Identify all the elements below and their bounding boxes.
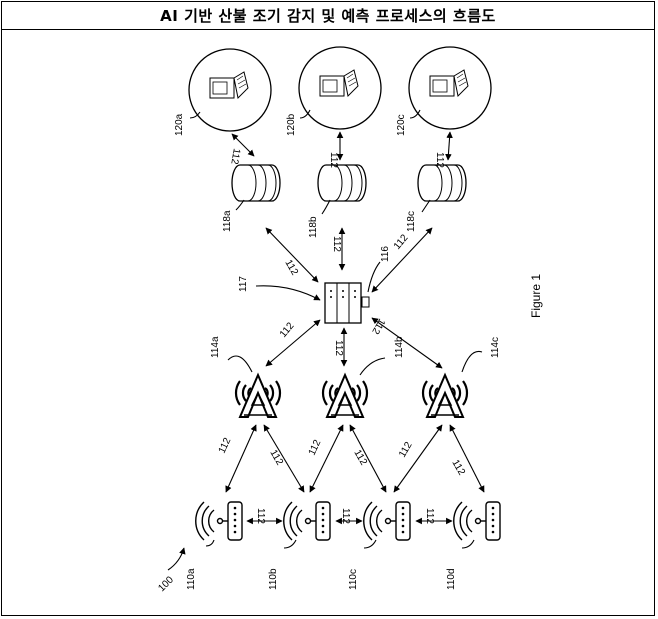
laptop-icon bbox=[209, 71, 249, 100]
label-118a: 118a bbox=[222, 210, 233, 232]
figure-label: Figure 1 bbox=[529, 274, 543, 318]
leader-120a bbox=[189, 111, 201, 119]
label-110b: 110b bbox=[268, 568, 279, 590]
link-label: 112 bbox=[278, 320, 297, 340]
leader-116 bbox=[367, 261, 381, 293]
label-120a: 120a bbox=[174, 113, 185, 136]
link-tower-c-term-c bbox=[393, 424, 443, 493]
leader-110d bbox=[461, 539, 475, 549]
device-120c bbox=[408, 46, 492, 130]
link-label: 112 bbox=[228, 147, 242, 165]
leader-114b bbox=[359, 357, 386, 376]
link-label: 112 bbox=[307, 438, 324, 457]
tower-114c bbox=[421, 372, 469, 418]
leader-110c bbox=[363, 539, 377, 549]
link-label: 112 bbox=[424, 508, 435, 524]
link-label: 112 bbox=[369, 317, 387, 337]
link-arrows bbox=[167, 109, 485, 571]
link-tower-c-term-d bbox=[449, 424, 485, 493]
leader-120b bbox=[299, 109, 311, 119]
label-114c: 114c bbox=[490, 337, 501, 358]
leader-110b bbox=[283, 539, 297, 549]
label-118b: 118b bbox=[308, 216, 319, 238]
terminal-110b bbox=[283, 501, 331, 541]
leader-114a bbox=[227, 355, 253, 373]
leader-118c bbox=[421, 199, 431, 213]
link-label: 112 bbox=[340, 508, 351, 524]
label-110c: 110c bbox=[348, 569, 359, 590]
leader-118a bbox=[235, 199, 245, 211]
laptop-icon bbox=[429, 69, 469, 98]
leader-118b bbox=[321, 199, 331, 215]
link-label: 112 bbox=[217, 436, 234, 455]
link-tower-a-term-a bbox=[225, 424, 257, 493]
leader-100 bbox=[167, 547, 186, 571]
terminal-110a bbox=[195, 501, 243, 541]
label-120b: 120b bbox=[286, 113, 297, 136]
database-118b bbox=[317, 164, 367, 202]
device-120b bbox=[298, 46, 382, 130]
link-tower-b-term-c bbox=[349, 424, 387, 493]
label-117: 117 bbox=[238, 276, 249, 292]
link-labels: 112 112 112 112 112 112 112 112 112 112 … bbox=[217, 147, 467, 524]
link-server-tower-c bbox=[371, 317, 443, 369]
link-label: 112 bbox=[255, 508, 266, 524]
link-db-a-server bbox=[265, 227, 319, 283]
link-db-c-server bbox=[371, 227, 433, 293]
leader-117 bbox=[255, 285, 321, 301]
leader-110a bbox=[205, 539, 215, 547]
link-tower-b-term-b bbox=[309, 424, 344, 493]
label-116: 116 bbox=[380, 246, 391, 262]
label-118c: 118c bbox=[406, 211, 417, 232]
link-device-c-db-c bbox=[445, 131, 453, 161]
tower-114a bbox=[234, 372, 282, 418]
link-tower-a-term-b bbox=[263, 424, 305, 493]
label-110d: 110d bbox=[446, 568, 457, 590]
link-label: 112 bbox=[434, 152, 445, 168]
link-label: 112 bbox=[397, 440, 415, 460]
link-label: 112 bbox=[333, 340, 344, 356]
tower-114b bbox=[321, 372, 369, 418]
terminal-110c bbox=[363, 501, 411, 541]
link-label: 112 bbox=[328, 152, 339, 168]
link-label: 112 bbox=[449, 458, 467, 478]
server-116 bbox=[324, 282, 370, 324]
link-server-tower-a bbox=[265, 319, 321, 367]
laptop-icon bbox=[319, 69, 359, 98]
leader-120c bbox=[409, 109, 421, 119]
terminal-110d bbox=[453, 501, 501, 541]
title-bar: AI 기반 산불 조기 감지 및 예측 프로세스의 흐름도 bbox=[2, 2, 654, 30]
database-118a bbox=[231, 164, 281, 202]
label-114b: 114b bbox=[394, 336, 405, 358]
link-label: 112 bbox=[351, 448, 369, 468]
label-120c: 120c bbox=[396, 114, 407, 136]
page-title: AI 기반 산불 조기 감지 및 예측 프로세스의 흐름도 bbox=[160, 7, 496, 25]
label-110a: 110a bbox=[186, 568, 197, 590]
link-label: 112 bbox=[392, 232, 411, 252]
database-118c bbox=[417, 164, 467, 202]
label-114a: 114a bbox=[210, 336, 221, 358]
link-device-a-db-a bbox=[231, 133, 255, 157]
label-100: 100 bbox=[156, 574, 176, 594]
link-label: 112 bbox=[331, 236, 342, 252]
link-label: 112 bbox=[267, 448, 285, 468]
device-120a bbox=[188, 48, 272, 132]
leader-114c bbox=[461, 350, 483, 373]
